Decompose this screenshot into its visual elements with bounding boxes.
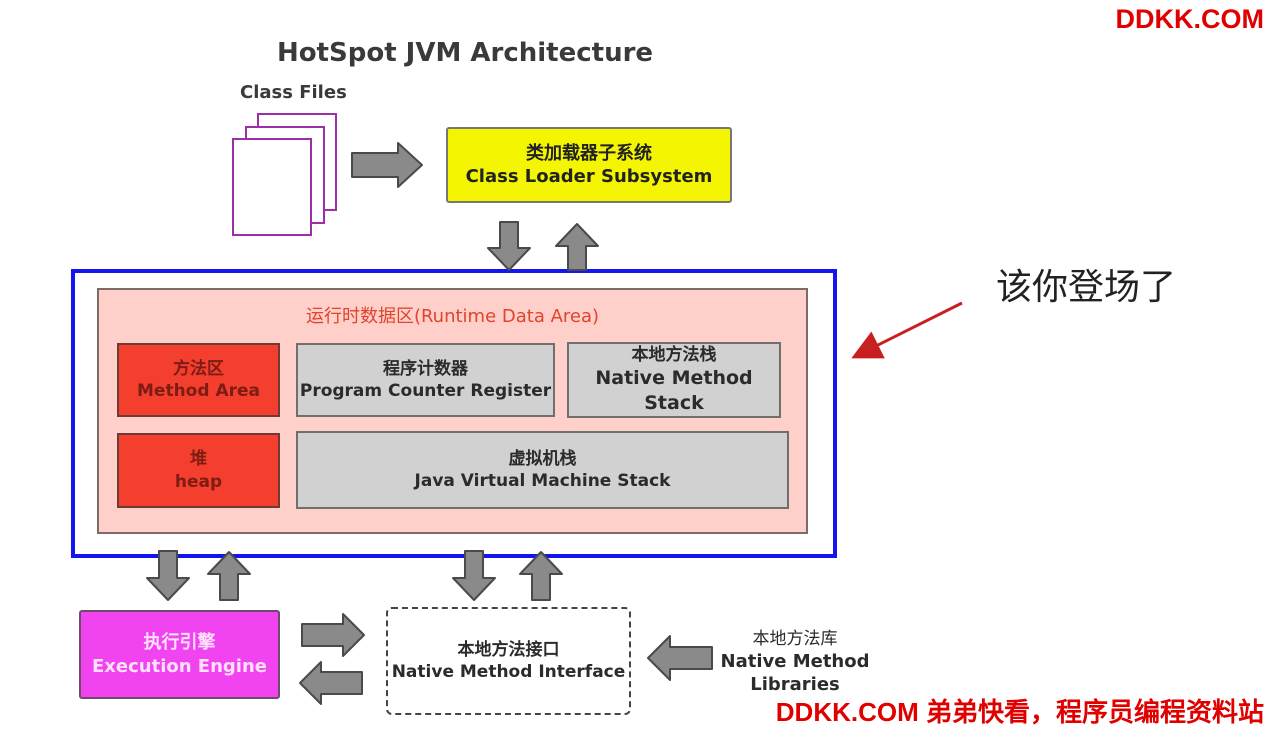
native-libs-en-line1: Native Method: [720, 651, 870, 673]
heap-zh: 堆: [190, 449, 207, 470]
native-method-stack-en: Native Method Stack: [595, 367, 753, 415]
program-counter-register-box: 程序计数器 Program Counter Register: [296, 343, 555, 417]
native-libs-en-line2: Libraries: [750, 674, 840, 696]
native-method-libraries-label: 本地方法库 Native Method Libraries: [720, 628, 870, 697]
arrow-down-loader-to-runtime: [487, 221, 531, 271]
arrow-up-interface-to-runtime: [519, 551, 563, 601]
class-file-page-front: [232, 138, 312, 236]
method-area-en: Method Area: [137, 381, 260, 401]
jvm-stack-box: 虚拟机栈 Java Virtual Machine Stack: [296, 431, 789, 509]
class-loader-zh: 类加载器子系统: [526, 142, 652, 164]
method-area-zh: 方法区: [173, 358, 224, 379]
native-libs-zh: 本地方法库: [752, 629, 838, 649]
watermark-top: DDKK.COM: [1115, 4, 1265, 34]
diagram-title: HotSpot JVM Architecture: [276, 38, 654, 68]
arrow-up-runtime-to-loader: [555, 223, 599, 271]
execution-engine-en: Execution Engine: [91, 655, 267, 677]
execution-engine-box: 执行引擎 Execution Engine: [79, 610, 280, 699]
class-loader-subsystem-box: 类加载器子系统 Class Loader Subsystem: [446, 127, 732, 203]
arrow-left-interface-to-engine: [299, 661, 363, 705]
annotation-arrow: [851, 301, 963, 359]
class-files-label: Class Files: [240, 82, 347, 103]
heap-box: 堆 heap: [117, 433, 280, 508]
native-method-stack-zh: 本地方法栈: [631, 345, 717, 366]
execution-engine-zh: 执行引擎: [143, 632, 216, 654]
watermark-bottom: DDKK.COM 弟弟快看，程序员编程资料站: [775, 697, 1264, 727]
jvm-stack-en: Java Virtual Machine Stack: [414, 471, 671, 491]
arrow-down-runtime-to-engine: [146, 550, 190, 601]
class-loader-en: Class Loader Subsystem: [465, 166, 713, 187]
arrow-right-engine-to-interface: [301, 613, 365, 657]
pc-register-en: Program Counter Register: [299, 381, 552, 401]
native-method-interface-box: 本地方法接口 Native Method Interface: [386, 607, 631, 715]
arrow-down-runtime-to-interface: [452, 550, 496, 601]
heap-en: heap: [174, 471, 223, 492]
native-method-interface-zh: 本地方法接口: [457, 639, 560, 660]
annotation-text: 该你登场了: [996, 267, 1177, 308]
runtime-data-area-title: 运行时数据区(Runtime Data Area): [305, 306, 600, 327]
jvm-stack-zh: 虚拟机栈: [508, 448, 577, 469]
pc-register-zh: 程序计数器: [383, 358, 468, 379]
native-method-stack-box: 本地方法栈 Native Method Stack: [567, 342, 781, 418]
arrow-right-classfiles-to-loader: [351, 142, 423, 188]
arrow-up-engine-to-runtime: [207, 551, 251, 601]
arrow-left-libraries-to-interface: [647, 635, 713, 681]
method-area-box: 方法区 Method Area: [117, 343, 280, 417]
native-method-interface-en: Native Method Interface: [391, 662, 626, 682]
